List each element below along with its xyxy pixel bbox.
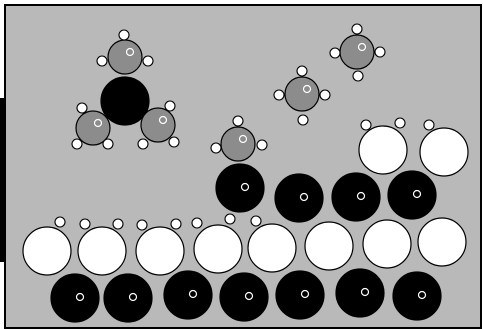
- hydrogen-atom: [297, 114, 309, 126]
- hydrogen-atom: [352, 70, 364, 82]
- methyl-carbon: [140, 107, 176, 143]
- hydrogen-atom: [256, 139, 268, 151]
- hydrogen-atom: [210, 142, 222, 154]
- atom-highlight: [302, 84, 312, 94]
- dark-atom: [50, 273, 100, 323]
- dark-atom: [274, 173, 324, 223]
- atom-highlight: [299, 192, 309, 202]
- atom-highlight: [158, 115, 168, 125]
- hydrogen-atom: [112, 218, 124, 230]
- atom-highlight: [356, 191, 366, 201]
- atom-highlight: [125, 47, 135, 57]
- dark-atom: [392, 271, 442, 321]
- hydrogen-atom: [168, 136, 180, 148]
- atom-highlight: [238, 134, 248, 144]
- light-atom: [417, 217, 467, 267]
- methyl-carbon: [284, 76, 320, 112]
- atom-highlight: [128, 292, 138, 302]
- atom-highlight: [412, 189, 422, 199]
- hydrogen-atom: [54, 216, 66, 228]
- atom-highlight: [188, 289, 198, 299]
- hydrogen-atom: [170, 218, 182, 230]
- atom-highlight: [417, 290, 427, 300]
- atom-highlight: [357, 42, 367, 52]
- hydrogen-atom: [351, 23, 363, 35]
- light-atom: [362, 219, 412, 269]
- light-atom: [193, 224, 243, 274]
- light-atom: [77, 226, 127, 276]
- hydrogen-atom: [191, 217, 203, 229]
- hydrogen-atom: [296, 65, 308, 77]
- light-atom: [304, 221, 354, 271]
- hydrogen-atom: [102, 138, 114, 150]
- hydrogen-atom: [319, 89, 331, 101]
- atom-layer: [22, 23, 469, 323]
- atom-highlight: [244, 291, 254, 301]
- hydrogen-atom: [136, 219, 148, 231]
- dark-atom: [163, 270, 213, 320]
- hydrogen-atom: [79, 218, 91, 230]
- hydrogen-atom: [329, 47, 341, 59]
- hydrogen-atom: [232, 115, 244, 127]
- hydrogen-atom: [76, 102, 88, 114]
- atom-highlight: [300, 289, 310, 299]
- hydrogen-atom: [164, 100, 176, 112]
- light-atom: [135, 226, 185, 276]
- hydrogen-atom: [250, 215, 262, 227]
- hydrogen-atom: [273, 89, 285, 101]
- light-atom: [358, 125, 408, 175]
- hydrogen-atom: [118, 29, 130, 41]
- hydrogen-atom: [360, 119, 372, 131]
- left-edge-bar: [0, 98, 5, 262]
- hydrogen-atom: [394, 117, 406, 129]
- hydrogen-atom: [142, 55, 154, 67]
- dark-atom: [335, 268, 385, 318]
- atom-highlight: [360, 287, 370, 297]
- methyl-carbon: [339, 34, 375, 70]
- atom-highlight: [240, 182, 250, 192]
- hydrogen-atom: [374, 46, 386, 58]
- hydrogen-atom: [137, 138, 149, 150]
- dark-atom: [219, 272, 269, 322]
- hydrogen-atom: [71, 138, 83, 150]
- methyl-carbon: [220, 126, 256, 162]
- dark-atom: [215, 163, 265, 213]
- methyl-carbon: [75, 110, 111, 146]
- dark-atom: [275, 270, 325, 320]
- hydrogen-atom: [423, 119, 435, 131]
- light-atom: [247, 223, 297, 273]
- dark-atom: [331, 172, 381, 222]
- atom-highlight: [93, 118, 103, 128]
- atom-highlight: [75, 292, 85, 302]
- dark-atom: [103, 273, 153, 323]
- methyl-carbon: [107, 39, 143, 75]
- light-atom: [419, 127, 469, 177]
- dark-atom: [387, 170, 437, 220]
- dark-atom: [100, 76, 150, 126]
- hydrogen-atom: [96, 55, 108, 67]
- hydrogen-atom: [224, 213, 236, 225]
- light-atom: [22, 226, 72, 276]
